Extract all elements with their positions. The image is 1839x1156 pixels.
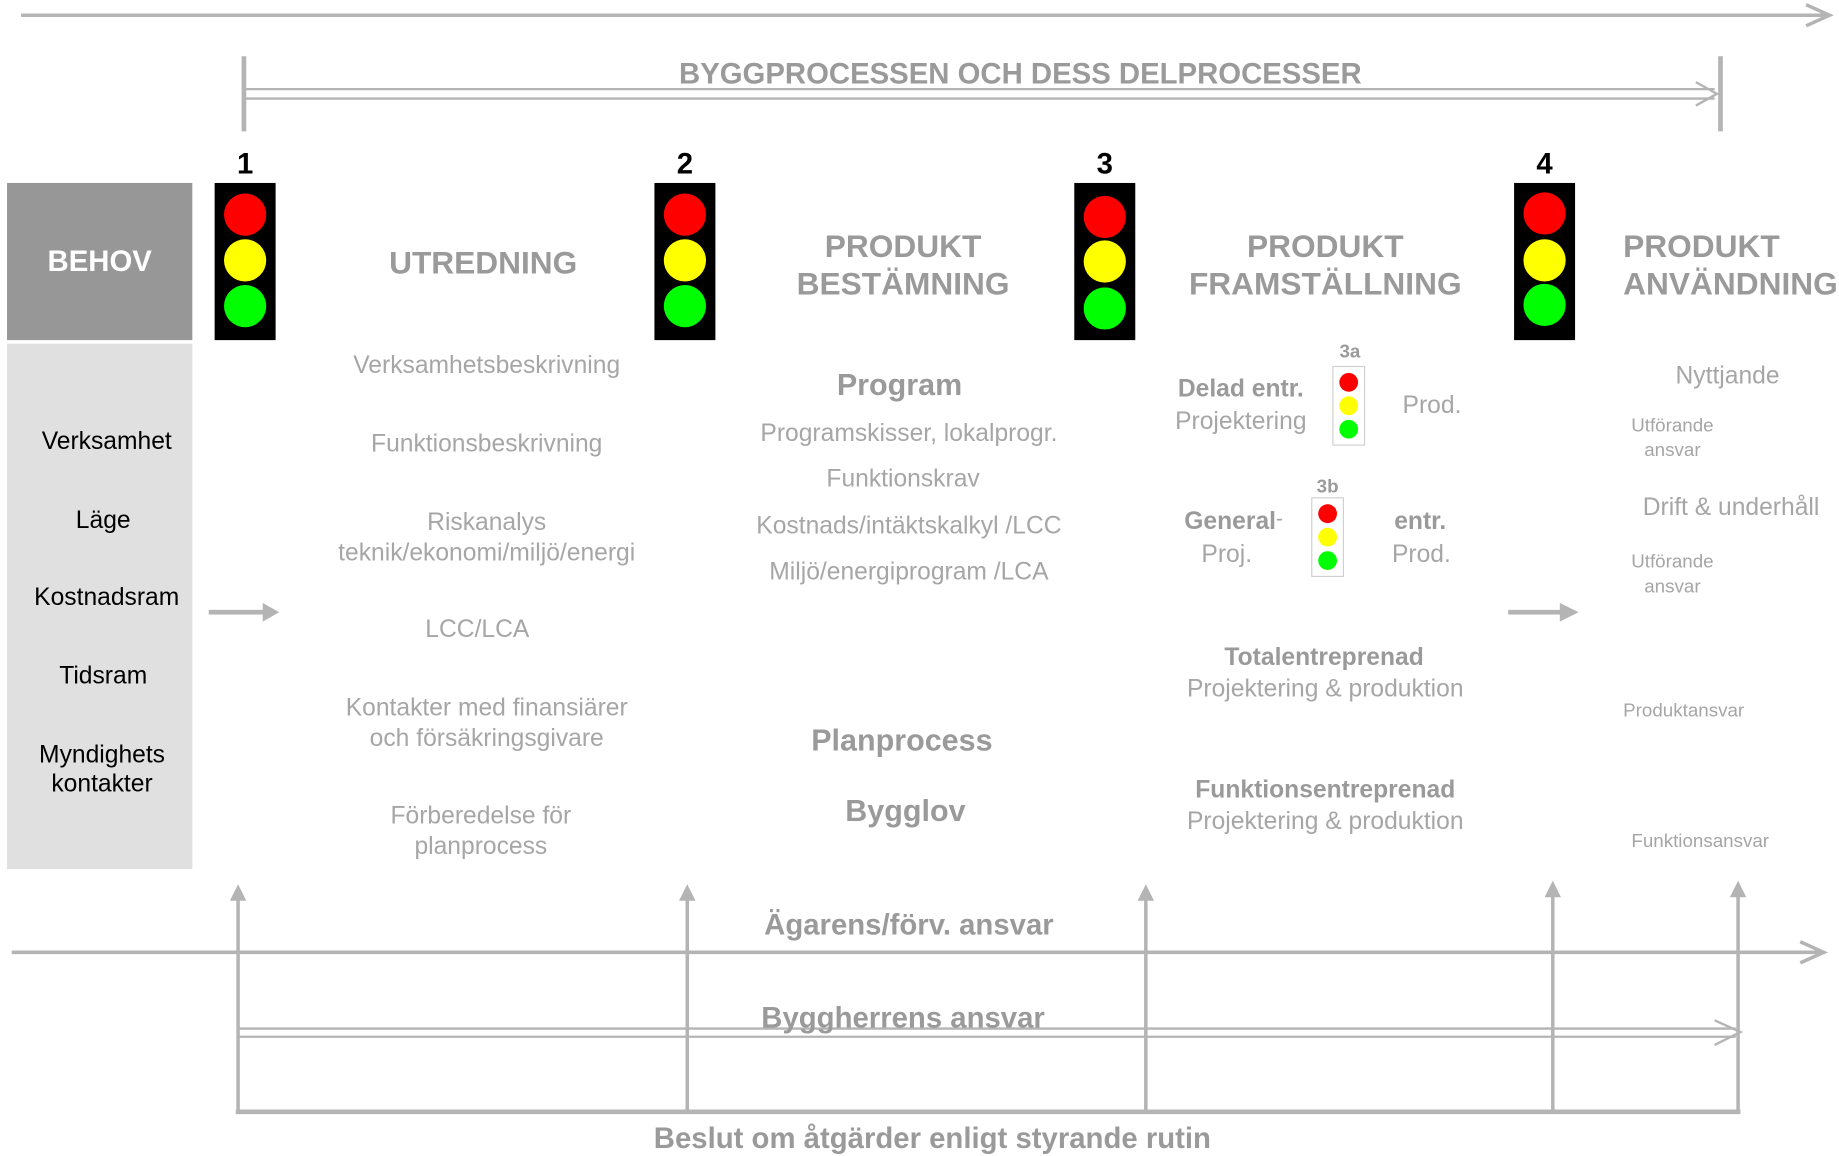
checkpoint-number-2: 2 xyxy=(676,147,694,181)
utredning-item: Kontakter med finansiärer och försäkring… xyxy=(345,694,628,752)
bestamning-item: Kostnads/intäktskalkyl /LCC xyxy=(756,512,1062,540)
bestamning-program: Program xyxy=(836,367,963,403)
utredning-item: Funktionsbeskrivning xyxy=(371,430,603,458)
checkpoint-number-3: 3 xyxy=(1096,147,1113,181)
utredning-item: Verksamhetsbeskrivning xyxy=(353,351,621,379)
beslut-label: Beslut om åtgärder enligt styrande rutin xyxy=(653,1122,1211,1156)
phase-title-framstallning: PRODUKT FRAMSTÄLLNING xyxy=(1188,228,1462,302)
delad-entr-projektering: Projektering xyxy=(1175,408,1307,436)
behov-item: Verksamhet xyxy=(41,428,172,456)
checkpoint-number-4: 4 xyxy=(1536,147,1553,181)
behov-title: BEHOV xyxy=(47,245,152,278)
anvandning-funktionsansvar: Funktionsansvar xyxy=(1631,831,1770,852)
byggherrens-ansvar-label: Byggherrens ansvar xyxy=(761,1001,1045,1035)
sub-checkpoint-3b: 3b xyxy=(1316,477,1339,498)
funktionsentreprenad-sub: Projektering & produktion xyxy=(1186,808,1464,836)
anvandning-nyttjande: Nyttjande xyxy=(1675,362,1780,390)
bestamning-item: Programskisser, lokalprogr. xyxy=(760,419,1058,447)
anvandning-utforande-ansvar: Utförande ansvar xyxy=(1631,552,1714,597)
behov-item: Myndighets kontakter xyxy=(39,741,165,798)
banner-title: BYGGPROCESSEN OCH DESS DELPROCESSER xyxy=(679,57,1362,91)
traffic-light-icon-1 xyxy=(214,182,276,341)
traffic-light-icon-3 xyxy=(1074,182,1136,341)
funktionsentreprenad-title: Funktionsentreprenad xyxy=(1195,776,1456,804)
behov-item: Läge xyxy=(75,506,131,534)
general-proj: Proj. xyxy=(1201,540,1253,568)
totalentreprenad-title: Totalentreprenad xyxy=(1224,643,1424,671)
delad-entr-title: Delad entr. xyxy=(1177,375,1304,403)
traffic-light-icon-3a xyxy=(1332,365,1366,446)
anvandning-utforande-ansvar: Utförande ansvar xyxy=(1631,416,1714,461)
phase-title-bestamning: PRODUKT BESTÄMNING xyxy=(796,228,1010,302)
bestamning-item: Miljö/energiprogram /LCA xyxy=(769,558,1049,586)
utredning-item: Riskanalys teknik/ekonomi/miljö/energi xyxy=(338,508,636,567)
general-prod: Prod. xyxy=(1391,540,1451,568)
phase-title-utredning: UTREDNING xyxy=(389,245,578,281)
agarens-ansvar-label: Ägarens/förv. ansvar xyxy=(764,908,1054,942)
general-title: General xyxy=(1184,507,1277,535)
sub-checkpoint-3a: 3a xyxy=(1339,342,1361,363)
anvandning-produktansvar: Produktansvar xyxy=(1623,701,1745,722)
totalentreprenad-sub: Projektering & produktion xyxy=(1186,675,1464,703)
behov-item: Tidsram xyxy=(59,662,148,690)
anvandning-drift: Drift & underhåll xyxy=(1642,493,1820,521)
general-dash: - xyxy=(1276,506,1284,531)
bestamning-planprocess: Planprocess xyxy=(811,722,993,758)
delad-entr-prod: Prod. xyxy=(1402,391,1462,419)
bestamning-bygglov: Bygglov xyxy=(845,792,966,828)
traffic-light-icon-3b xyxy=(1311,497,1345,578)
utredning-item: LCC/LCA xyxy=(425,615,530,643)
behov-items-panel: Verksamhet Läge Kostnadsram Tidsram Mynd… xyxy=(7,343,193,870)
behov-box: BEHOV xyxy=(7,182,193,341)
traffic-light-icon-4 xyxy=(1514,182,1576,341)
phase-title-anvandning: PRODUKT ANVÄNDNING xyxy=(1623,228,1838,302)
bestamning-item: Funktionskrav xyxy=(826,465,980,493)
behov-item: Kostnadsram xyxy=(34,584,180,612)
general-entr: entr. xyxy=(1394,507,1447,535)
checkpoint-number-1: 1 xyxy=(236,147,254,181)
utredning-item: Förberedelse för planprocess xyxy=(390,802,572,860)
traffic-light-icon-2 xyxy=(654,182,716,341)
